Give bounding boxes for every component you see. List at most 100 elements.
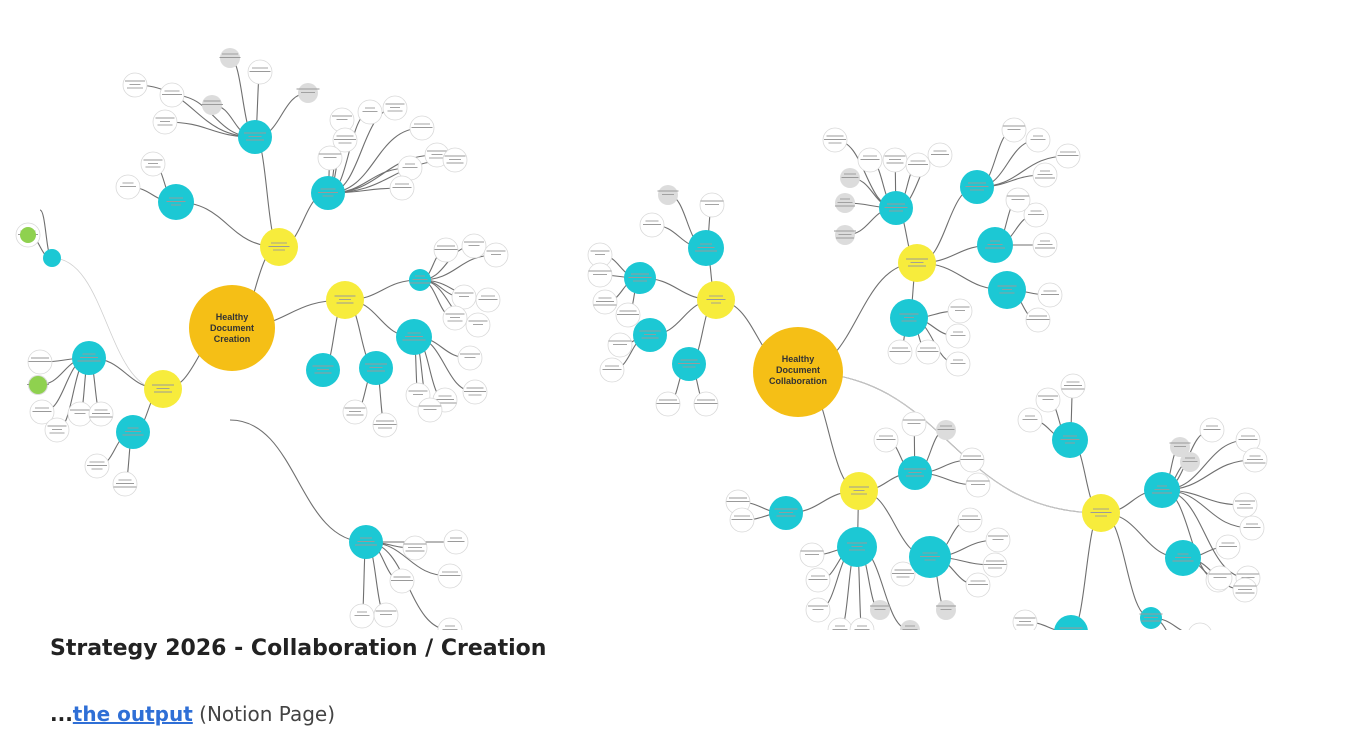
central-node-label-collab-2: Document — [776, 365, 820, 375]
leaf-node — [965, 472, 991, 498]
leaf-node — [159, 82, 185, 108]
connector-line — [797, 371, 1102, 514]
leaf-node — [389, 568, 415, 594]
branch-node — [697, 281, 735, 319]
topic-node — [624, 262, 656, 294]
leaf-node — [1215, 534, 1241, 560]
leaf-node — [1001, 117, 1027, 143]
leaf-node — [389, 175, 415, 201]
leaf-node — [409, 115, 435, 141]
leaf-node — [982, 552, 1008, 578]
leaf-node — [442, 305, 468, 331]
topic-node — [396, 319, 432, 355]
leaf-node — [1025, 307, 1051, 333]
leaf-node — [84, 453, 110, 479]
central-node-label-collab-3: Collaboration — [769, 376, 827, 386]
leaf-node — [373, 602, 399, 628]
leaf-node — [247, 59, 273, 85]
topic-node — [311, 176, 345, 210]
topic-node — [1054, 615, 1088, 630]
leaf-node-green — [20, 227, 36, 243]
output-link[interactable]: the output — [72, 702, 193, 726]
leaf-node — [298, 83, 318, 103]
central-node — [189, 285, 275, 371]
leaf-node — [140, 151, 166, 177]
topic-node — [988, 271, 1026, 309]
topic-node — [688, 230, 724, 266]
connector-line — [134, 84, 256, 138]
leaf-node — [835, 225, 855, 245]
leaf-node — [599, 357, 625, 383]
topic-node — [116, 415, 150, 449]
leaf-node — [1232, 492, 1258, 518]
leaf-node — [1199, 417, 1225, 443]
leaf-node — [639, 212, 665, 238]
leaf-node — [372, 412, 398, 438]
leaf-node — [67, 401, 93, 427]
leaf-node — [1180, 452, 1200, 472]
leaf-node — [451, 284, 477, 310]
leaf-node — [799, 542, 825, 568]
central-node-label-creation-1: Healthy — [216, 312, 249, 322]
leaf-node — [901, 411, 927, 437]
leaf-node — [835, 193, 855, 213]
topic-node — [1140, 607, 1162, 629]
topic-node — [409, 269, 431, 291]
leaf-node — [1032, 232, 1058, 258]
branch-node — [840, 472, 878, 510]
leaf-node — [887, 339, 913, 365]
leaf-node — [1060, 373, 1086, 399]
leaf-node — [1188, 622, 1212, 630]
topic-node — [43, 249, 61, 267]
topic-node — [837, 527, 877, 567]
central-node-label-creation-2: Document — [210, 323, 254, 333]
leaf-node — [927, 142, 953, 168]
leaf-node — [202, 95, 222, 115]
leaf-node — [959, 447, 985, 473]
leaf-node — [699, 192, 725, 218]
topic-node — [890, 299, 928, 337]
leaf-node — [1055, 143, 1081, 169]
leaf-node — [417, 397, 443, 423]
leaf-node — [882, 147, 908, 173]
central-node — [753, 327, 843, 417]
leaf-node — [462, 379, 488, 405]
topic-node — [72, 341, 106, 375]
leaf-node — [849, 617, 875, 630]
leaf-node — [805, 567, 831, 593]
leaf-node — [1032, 162, 1058, 188]
leaf-node — [29, 399, 55, 425]
topic-node — [879, 191, 913, 225]
leaf-node — [1025, 127, 1051, 153]
topic-node — [359, 351, 393, 385]
leaf-node — [1170, 437, 1190, 457]
topic-node — [349, 525, 383, 559]
ellipsis-prefix: ... — [50, 702, 73, 726]
leaf-node — [857, 147, 883, 173]
leaf-node — [900, 620, 920, 630]
leaf-node — [870, 600, 890, 620]
central-node-label-collab-1: Healthy — [782, 354, 815, 364]
leaf-node — [655, 391, 681, 417]
leaf-node — [443, 529, 469, 555]
leaf-node — [729, 507, 755, 533]
leaf-node — [357, 99, 383, 125]
leaf-node — [1017, 407, 1043, 433]
leaf-node — [1005, 187, 1031, 213]
topic-node — [1165, 540, 1201, 576]
leaf-node — [402, 535, 428, 561]
leaf-node — [1207, 565, 1233, 591]
topic-node — [898, 456, 932, 490]
branch-node — [144, 370, 182, 408]
leaf-node — [475, 287, 501, 313]
leaf-node — [607, 332, 633, 358]
link-suffix: (Notion Page) — [192, 702, 336, 726]
leaf-node — [442, 147, 468, 173]
topic-node — [1144, 472, 1180, 508]
leaf-node — [122, 72, 148, 98]
leaf-node — [112, 471, 138, 497]
mindmap-canvas[interactable]: HealthyDocumentCreationHealthyDocumentCo… — [0, 0, 1354, 630]
leaf-node — [332, 127, 358, 153]
leaf-node — [947, 298, 973, 324]
leaf-node — [658, 185, 678, 205]
